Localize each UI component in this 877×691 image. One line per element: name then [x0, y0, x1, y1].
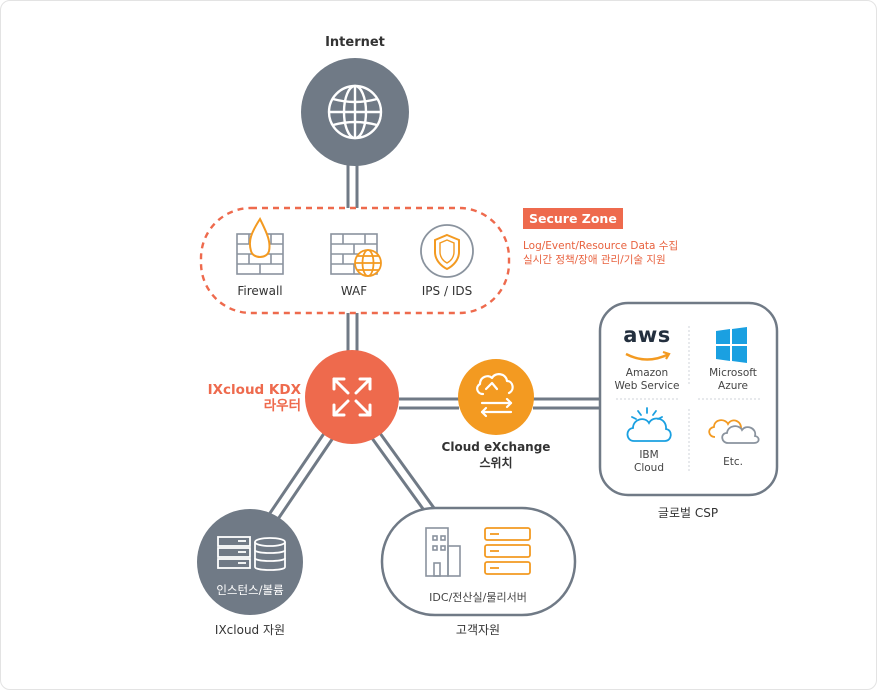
windows-icon: [716, 327, 747, 363]
customer-inner-label: IDC/전산실/물리서버: [429, 591, 527, 604]
connector-internet-zone: [346, 161, 359, 208]
secure-zone-note: Log/Event/Resource Data 수집 실시간 정책/장애 관리/…: [523, 239, 678, 267]
router-label-line1: IXcloud KDX: [207, 382, 301, 398]
etc-cloud-icon: [708, 419, 760, 444]
exchange-label: Cloud eXchange 스위치: [426, 439, 566, 471]
aws-logo: aws: [623, 323, 671, 347]
aws-label-line1: Amazon: [625, 367, 669, 379]
ibm-label-line2: Cloud: [634, 462, 664, 474]
aws-smile-icon: [625, 350, 671, 361]
globe-icon: [327, 84, 383, 140]
customer-node: [380, 506, 577, 617]
exchange-label-line2: 스위치: [479, 456, 513, 470]
secure-zone-badge: Secure Zone: [523, 208, 623, 229]
ibm-cloud-icon: [626, 407, 672, 442]
router-label-line2: 라우터: [263, 398, 301, 414]
router-node: [305, 350, 399, 444]
connector-exchange-csp: [533, 397, 601, 410]
shield-icon: [420, 224, 474, 278]
azure-label-line2: Azure: [718, 380, 748, 392]
azure-label-line1: Microsoft: [709, 367, 757, 379]
ibm-label-line1: IBM: [639, 449, 659, 461]
arrows-icon: [332, 377, 372, 417]
waf-label: WAF: [340, 284, 368, 298]
cloud-exchange-icon: [476, 373, 514, 418]
etc-label: Etc.: [723, 456, 743, 468]
server-stack-icon: [484, 527, 531, 575]
internet-label: Internet: [325, 35, 385, 50]
ips-ids-label: IPS / IDS: [421, 284, 473, 298]
aws-label-line2: Web Service: [614, 380, 680, 392]
router-label: IXcloud KDX 라우터: [197, 382, 301, 414]
azure-label: Microsoft Azure: [693, 367, 773, 393]
customer-caption: 고객자원: [455, 623, 501, 637]
secure-note-line2: 실시간 정책/장애 관리/기술 지원: [523, 254, 666, 266]
aws-label: Amazon Web Service: [607, 367, 687, 393]
firewall-label: Firewall: [237, 284, 283, 298]
building-icon: [425, 527, 461, 577]
ixcloud-caption: IXcloud 자원: [214, 623, 286, 637]
server-icon: [217, 536, 251, 569]
ibm-label: IBM Cloud: [609, 449, 689, 475]
exchange-node: [458, 359, 534, 435]
waf-icon: [330, 233, 382, 277]
database-icon: [254, 537, 286, 571]
ixcloud-node: [197, 509, 303, 615]
secure-note-line1: Log/Event/Resource Data 수집: [523, 240, 679, 252]
connector-router-ixcloud: [264, 428, 337, 526]
exchange-label-line1: Cloud eXchange: [441, 440, 551, 454]
internet-node: [301, 58, 409, 166]
connector-zone-router: [346, 313, 359, 353]
connector-router-customer: [367, 428, 436, 514]
connector-router-exchange: [399, 397, 459, 410]
firewall-icon: [236, 216, 284, 275]
ixcloud-inner-label: 인스턴스/볼륨: [216, 583, 284, 597]
csp-caption: 글로벌 CSP: [657, 506, 719, 520]
